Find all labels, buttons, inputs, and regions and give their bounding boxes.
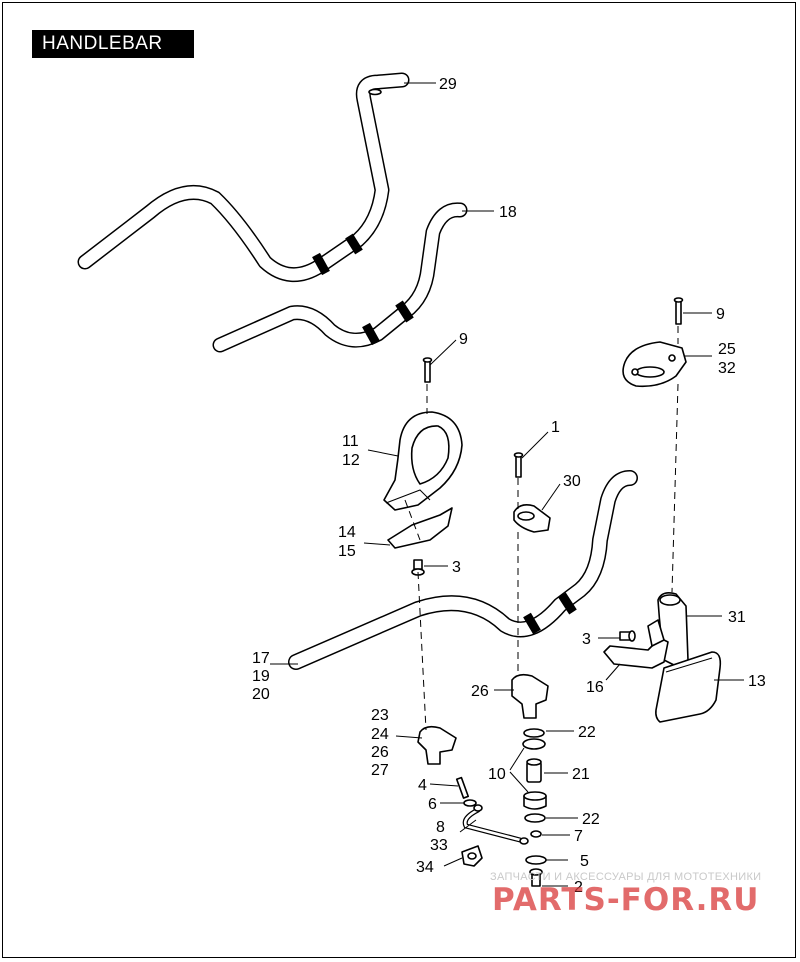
callout-22-lower: 22 <box>582 811 600 828</box>
callout-12: 12 <box>342 452 360 469</box>
callout-16: 16 <box>586 679 604 696</box>
handlebar-17 <box>288 470 638 670</box>
clamp-30 <box>513 504 551 533</box>
callout-6: 6 <box>428 796 437 813</box>
callout-22-upper: 22 <box>578 724 596 741</box>
callout-4: 4 <box>418 777 427 794</box>
handlebar-29 <box>77 72 410 283</box>
callout-32: 32 <box>718 360 736 377</box>
callout-10: 10 <box>488 766 506 783</box>
watermark-tagline: ЗАПЧАСТИ И АКСЕССУАРЫ ДЛЯ МОТОТЕХНИКИ <box>490 871 762 883</box>
callout-31: 31 <box>728 609 746 626</box>
riser-cap-25-32 <box>622 341 687 388</box>
callout-25: 25 <box>718 341 736 358</box>
callout-9-left: 9 <box>459 331 468 348</box>
bolt-3-right <box>619 630 636 642</box>
callout-15: 15 <box>338 543 356 560</box>
callout-30: 30 <box>563 473 581 490</box>
title-banner: HANDLEBAR <box>32 30 194 58</box>
riser-23-24 <box>417 725 457 765</box>
bolt-9-left <box>422 357 433 383</box>
callout-13: 13 <box>748 673 766 690</box>
callout-9-right: 9 <box>716 306 725 323</box>
bracket-16 <box>603 619 669 669</box>
alignment-lines <box>404 326 679 731</box>
ground-strap-8 <box>462 804 529 845</box>
callout-26-lower: 26 <box>371 744 389 761</box>
bolt-9-right <box>673 297 684 325</box>
callout-labels: 29 18 9 9 25 32 11 12 1 30 14 15 3 31 3 … <box>252 76 766 896</box>
riser-26 <box>511 673 549 719</box>
callout-8: 8 <box>436 819 445 836</box>
callout-24: 24 <box>371 726 389 743</box>
callout-11: 11 <box>342 433 359 450</box>
watermark-brand: PARTS-FOR.RU <box>492 882 760 918</box>
callout-34: 34 <box>416 859 434 876</box>
callout-19: 19 <box>252 668 270 685</box>
callout-26-upper: 26 <box>471 683 489 700</box>
callout-1: 1 <box>551 419 560 436</box>
callout-17: 17 <box>252 650 270 667</box>
handlebar-18 <box>212 202 468 353</box>
spacer-14-15 <box>387 507 453 549</box>
clamp-34 <box>461 845 483 867</box>
cover-13 <box>655 651 722 723</box>
callout-3-left: 3 <box>452 559 461 576</box>
callout-23: 23 <box>371 707 389 724</box>
callout-27: 27 <box>371 762 389 779</box>
callout-29: 29 <box>439 76 457 93</box>
callout-18: 18 <box>499 204 517 221</box>
callout-14: 14 <box>338 524 356 541</box>
washer-6 <box>463 799 477 807</box>
callout-2: 2 <box>574 879 583 896</box>
bolt-1 <box>513 452 524 478</box>
leader-lines <box>270 82 744 887</box>
clamp-11-12 <box>383 411 463 511</box>
bushing-stack <box>522 728 547 887</box>
callout-3-right: 3 <box>582 631 591 648</box>
callout-21: 21 <box>572 766 590 783</box>
bolt-4 <box>455 776 470 799</box>
page-title: HANDLEBAR <box>42 33 163 54</box>
callout-33: 33 <box>430 837 448 854</box>
callout-20: 20 <box>252 686 270 703</box>
callout-7: 7 <box>574 828 583 845</box>
callout-5: 5 <box>580 853 589 870</box>
